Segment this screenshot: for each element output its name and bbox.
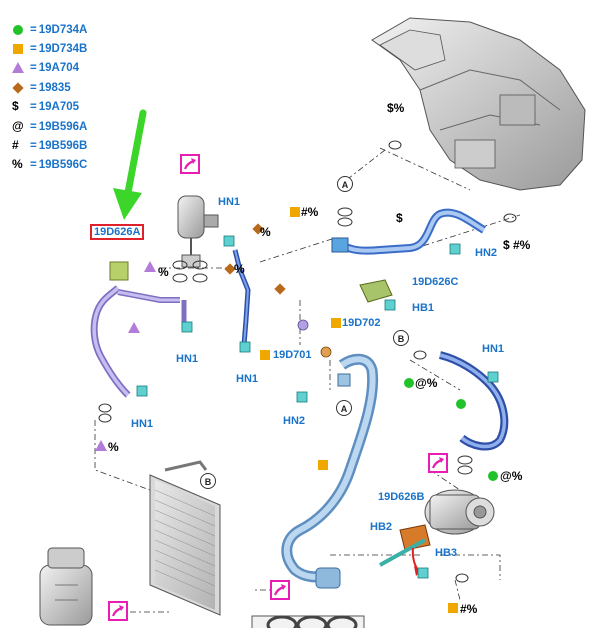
label-hb3: HB3 — [435, 547, 458, 559]
label-19d626c: 19D626C — [412, 276, 459, 288]
label-hn1: HN1 — [482, 343, 505, 355]
seal-rings — [98, 140, 517, 583]
highlighted-part-19d626a[interactable]: 19D626A — [90, 224, 145, 240]
symbol-at-pct: @% — [415, 376, 438, 390]
symbol-pct: % — [234, 262, 245, 276]
legend-eq: = — [30, 140, 37, 153]
legend-code: 19D734B — [38, 43, 88, 56]
brown-diamond-icon — [12, 82, 26, 94]
legend-eq: = — [30, 81, 37, 94]
label-hn2: HN2 — [475, 247, 498, 259]
symbol-pct: % — [158, 265, 169, 279]
legend-code: 19B596C — [38, 159, 88, 172]
callout-b: B — [200, 473, 216, 489]
label-19d626b: 19D626B — [378, 491, 425, 503]
legend-row: $ =19A705 — [12, 98, 87, 117]
label-hn1: HN1 — [176, 353, 199, 365]
shortcut-arrow-icon[interactable] — [108, 601, 128, 621]
line-19a705 — [331, 208, 487, 255]
discharge-line-light-blue — [281, 353, 379, 589]
label-hn1: HN1 — [131, 418, 154, 430]
legend-symbol: $ — [12, 99, 19, 114]
purple-triangle-icon — [12, 62, 26, 74]
symbol-hash-pct: #% — [460, 602, 478, 616]
legend-code: 19D734A — [38, 23, 88, 36]
legend-eq: = — [30, 159, 37, 172]
legend-eq: = — [30, 23, 37, 36]
legend-row: =19A704 — [12, 59, 87, 78]
shortcut-arrow-icon[interactable] — [428, 453, 448, 473]
legend-eq: = — [30, 62, 37, 75]
symbol-hash-pct: #% — [301, 205, 319, 219]
legend-code: 19B596B — [38, 140, 88, 153]
legend: =19D734A =19D734B =19A704 =19835 $=19A70… — [12, 20, 87, 175]
bottom-hose-kit — [251, 615, 365, 628]
shortcut-arrow-icon[interactable] — [270, 580, 290, 600]
symbol-dollar: $ — [396, 211, 403, 225]
symbol-dollar-pct: $% — [387, 101, 405, 115]
suction-line-purple — [90, 261, 187, 398]
label-hb2: HB2 — [370, 521, 393, 533]
legend-symbol: # — [12, 138, 19, 153]
legend-row: # =19B596B — [12, 136, 87, 155]
symbol-pct: % — [108, 440, 119, 454]
symbol-pct: % — [260, 225, 271, 239]
symbol-dollar-hash-pct: $ #% — [503, 238, 531, 252]
legend-symbol: % — [12, 157, 23, 172]
callout-b: B — [393, 330, 409, 346]
legend-eq: = — [30, 120, 37, 133]
callout-a: A — [336, 400, 352, 416]
shortcut-arrow-icon[interactable] — [180, 154, 200, 174]
bracket-19d626c — [359, 279, 393, 303]
legend-symbol: @ — [12, 118, 24, 133]
legend-code: 19A704 — [38, 62, 80, 75]
legend-row: @ =19B596A — [12, 117, 87, 136]
legend-code: 19B596A — [38, 120, 88, 133]
label-hn2: HN2 — [283, 415, 306, 427]
label-hn1: HN1 — [218, 196, 241, 208]
label-19d702: 19D702 — [342, 317, 381, 329]
fittings — [136, 235, 499, 579]
symbol-at-pct: @% — [500, 469, 523, 483]
legend-row: =19D734B — [12, 39, 87, 58]
diagram-symbols — [95, 207, 498, 613]
legend-eq: = — [30, 101, 37, 114]
callout-a: A — [337, 176, 353, 192]
legend-row: % =19B596C — [12, 156, 87, 175]
legend-eq: = — [30, 43, 37, 56]
receiver-drier — [177, 195, 219, 268]
legend-row: =19835 — [12, 78, 87, 97]
orange-square-icon — [12, 43, 26, 55]
label-hn1: HN1 — [236, 373, 259, 385]
green-down-arrow-icon — [113, 109, 147, 220]
liquid-line-dark-blue — [232, 249, 251, 346]
compressor — [424, 489, 495, 535]
refrigerant-bottle — [39, 547, 93, 626]
hvac-unit — [371, 17, 586, 191]
label-19d701: 19D701 — [273, 349, 312, 361]
suction-line-right — [438, 351, 509, 451]
label-hb1: HB1 — [412, 302, 435, 314]
legend-code: 19835 — [38, 81, 71, 94]
green-circle-icon — [12, 24, 26, 36]
condenser — [149, 460, 221, 616]
bracket-19d626b — [379, 524, 431, 576]
legend-row: =19D734A — [12, 20, 87, 39]
legend-code: 19A705 — [38, 101, 80, 114]
